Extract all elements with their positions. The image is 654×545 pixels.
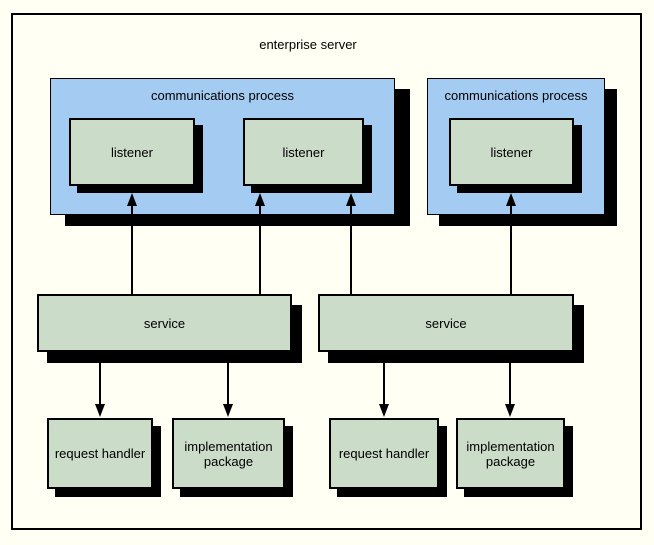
implementation-package-label-1: implementation package [184, 438, 273, 469]
listener-label-1: listener [111, 144, 153, 160]
service-label-1: service [143, 315, 186, 331]
arrow-down-icon-request-handler2 [379, 404, 389, 417]
arrow-down-icon-implementation-package1 [223, 404, 233, 417]
implementation-package-box-1: implementation package [172, 418, 285, 489]
enterprise-server-boundary [11, 13, 642, 530]
arrow-line-service1-implementation-package1 [227, 352, 229, 406]
service-box-2: service [318, 294, 574, 352]
arrow-line-service1-request-handler1 [99, 352, 101, 406]
service-label-2: service [425, 315, 467, 331]
arrow-up-icon-listener1 [127, 193, 137, 206]
listener-box-1: listener [69, 118, 195, 186]
arrow-line-service2-listener3 [510, 204, 512, 294]
arrow-up-icon-listener2-right [346, 193, 356, 206]
arrow-line-service2-request-handler2 [383, 352, 385, 406]
arrow-line-service2-listener2 [350, 204, 352, 294]
arrow-up-icon-listener2-left [255, 193, 265, 206]
listener-box-2: listener [243, 118, 364, 186]
listener-label-3: listener [490, 144, 533, 160]
listener-label-2: listener [282, 144, 325, 160]
arrow-line-service2-implementation-package2 [509, 352, 511, 406]
arrow-down-icon-request-handler1 [95, 404, 105, 417]
arrow-line-service1-listener2 [259, 204, 261, 294]
implementation-package-label-2: implementation package [466, 438, 555, 469]
request-handler-box-2: request handler [329, 418, 439, 489]
arrow-line-service1-listener1 [131, 204, 133, 294]
implementation-package-box-2: implementation package [456, 418, 565, 489]
request-handler-box-1: request handler [47, 418, 153, 489]
service-box-1: service [37, 294, 292, 352]
request-handler-label-2: request handler [338, 446, 430, 461]
arrow-up-icon-listener3 [506, 193, 516, 206]
communications-process-label-2: communications process [444, 88, 588, 103]
arrow-down-icon-implementation-package2 [505, 404, 515, 417]
enterprise-server-label: enterprise server [259, 37, 357, 52]
listener-box-3: listener [449, 118, 574, 186]
communications-process-label-1: communications process [150, 88, 295, 103]
request-handler-label-1: request handler [54, 446, 146, 461]
